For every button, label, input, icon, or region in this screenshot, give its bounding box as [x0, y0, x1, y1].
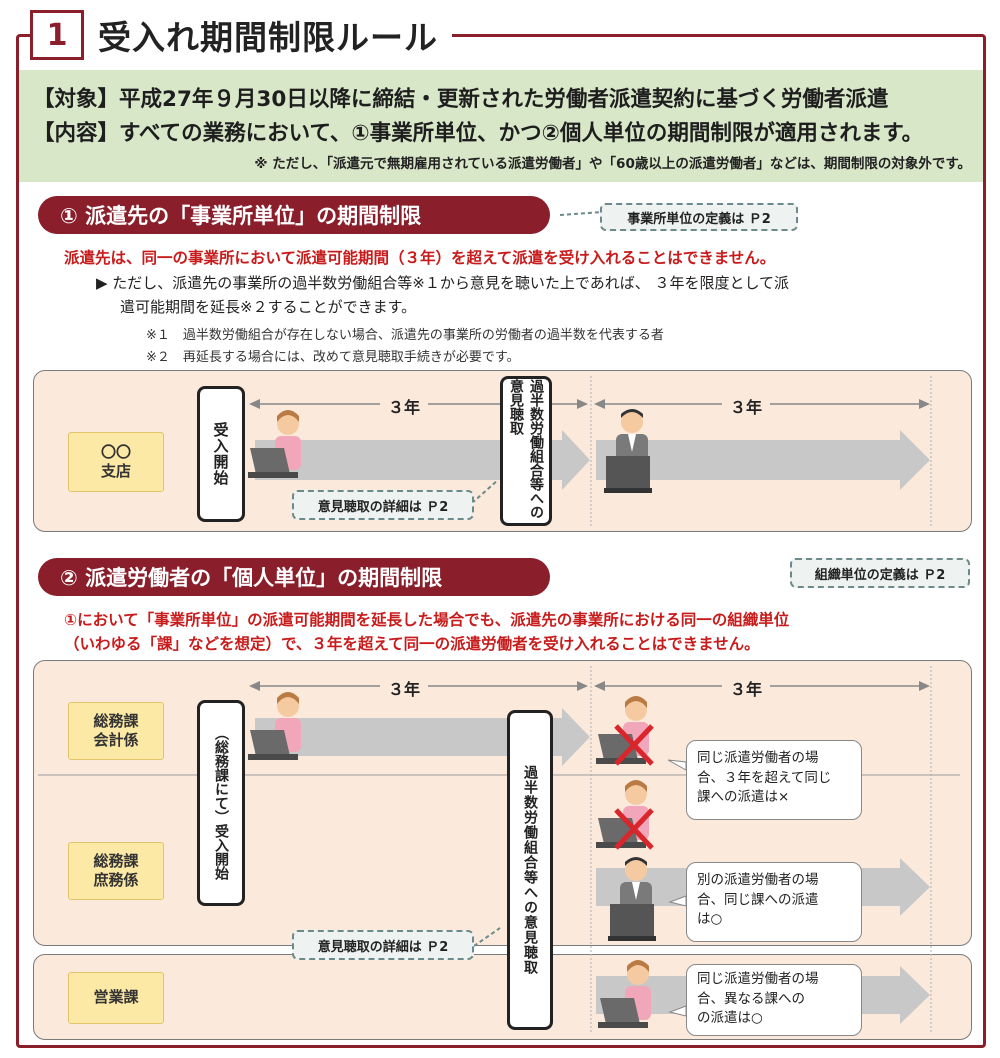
section2-worker-female-sales	[598, 960, 651, 1028]
dept2-label-line1: 総務課	[93, 851, 139, 870]
bubble1-tail	[667, 759, 687, 771]
branch-label-line2: 支店	[100, 462, 131, 480]
section1-detail-line1: ▶ ただし、派遣先の事業所の過半数労働組合等※１から意見を聴いた上であれば、 ３…	[96, 274, 790, 292]
bubble2-line1: 別の派遣労働者の場	[697, 872, 819, 888]
branch-label: 〇〇 支店	[68, 432, 164, 492]
section1-hearing-box: 過半数労働組合等への意見聴取	[500, 376, 552, 526]
section2-period2-label: ３年	[722, 676, 771, 700]
dept2-label: 総務課 庶務係	[68, 842, 164, 900]
bubble3-line2: 合、異なる課への	[697, 990, 805, 1007]
section2-hearing-callout: 意見聴取の詳細は Ｐ2	[292, 930, 474, 960]
title-text: 受入れ期間制限ルール	[98, 18, 438, 57]
section2-period1-label: ３年	[380, 676, 429, 700]
summary-note: ※ ただし、「派遣元で無期雇用されている派遣労働者」や「60歳以上の派遣労働者」…	[254, 156, 971, 172]
section2-hearing-callout-tail	[473, 927, 501, 947]
section1-definition-callout: 事業所単位の定義は Ｐ2	[600, 203, 798, 231]
section1-vertical-lines	[590, 376, 932, 526]
section2-start-box: （総務課にて）受入開始	[197, 700, 245, 906]
section2-vertical-lines	[590, 666, 932, 1034]
section1-start-box: 受入開始	[197, 386, 245, 522]
section-number: 1	[30, 10, 84, 60]
section1-hearing-callout-tail	[471, 479, 499, 504]
bubble1-line1: 同じ派遣労働者の場	[697, 750, 819, 766]
bubble1-line3: 課への派遣は×	[697, 789, 790, 806]
section2-definition-callout: 組織単位の定義は Ｐ2	[790, 558, 970, 588]
section1-hearing-callout: 意見聴取の詳細は Ｐ2	[292, 490, 474, 520]
section2-rule-line2: （いわゆる「課」などを想定）で、３年を超えて同一の派遣労働者を受け入れることはで…	[64, 635, 760, 653]
section1-worker-female	[248, 410, 301, 478]
document-frame	[16, 34, 986, 1048]
section2-worker-female-denied-1	[596, 696, 654, 766]
dept1-label-line1: 総務課	[93, 711, 139, 730]
bubble2-line2: 合、同じ課への派遣	[697, 891, 819, 908]
section1-rule: 派遣先は、同一の事業所において派遣可能期間（３年）を超えて派遣を受け入れることは…	[64, 249, 776, 267]
summary-box: 【対象】平成27年９月30日以降に締結・更新された労働者派遣契約に基づく労働者派…	[19, 70, 983, 182]
summary-target: 【対象】平成27年９月30日以降に締結・更新された労働者派遣契約に基づく労働者派…	[33, 87, 889, 112]
section1-period1-label: ３年	[380, 394, 429, 418]
section1-period2-label: ３年	[722, 394, 771, 418]
section1-footnote1: ※１ 過半数労働組合が存在しない場合、派遣先の事業所の労働者の過半数を代表する者	[146, 328, 664, 343]
section1-heading: ① 派遣先の「事業所単位」の期間制限	[38, 196, 550, 234]
section2-hearing-box: 過半数労働組合等への意見聴取	[507, 710, 553, 1030]
section2-worker-female-start	[248, 692, 301, 760]
section1-big-arrow-2	[596, 430, 930, 490]
section2-heading: ② 派遣労働者の「個人単位」の期間制限	[38, 558, 550, 596]
dept2-label-line2: 庶務係	[93, 871, 139, 889]
page-title: 1 受入れ期間制限ルール	[30, 6, 452, 64]
section1-footnote2: ※２ 再延長する場合には、改めて意見聴取手続きが必要です。	[146, 350, 520, 365]
section1-worker-male	[604, 409, 652, 493]
bubble3-line1: 同じ派遣労働者の場	[697, 971, 819, 987]
dept1-label-line2: 会計係	[93, 731, 139, 749]
summary-content: 【内容】すべての業務において、①事業所単位、かつ②個人単位の期間制限が適用されま…	[33, 121, 924, 146]
bubble1-line2: 合、３年を超えて同じ	[697, 769, 832, 786]
section1-definition-callout-tail	[559, 211, 603, 216]
section1-detail-line2: 遣可能期間を延長※２することができます。	[120, 298, 417, 316]
bubble-same-worker-same-dept: 同じ派遣労働者の場 合、３年を超えて同じ 課への派遣は×	[686, 740, 862, 820]
section2-big-arrow-1	[255, 708, 590, 766]
bubble3-line3: の派遣は○	[697, 1010, 763, 1027]
section2-worker-female-denied-2	[596, 780, 654, 850]
dept3-label: 営業課	[68, 972, 164, 1024]
section2-rule-line1: ①において「事業所単位」の派遣可能期間を延長した場合でも、派遣先の事業所における…	[64, 611, 790, 629]
dept1-label: 総務課 会計係	[68, 702, 164, 760]
bubble-other-worker-same-dept: 別の派遣労働者の場 合、同じ課への派遣 は○	[686, 862, 862, 942]
bubble-same-worker-other-dept: 同じ派遣労働者の場 合、異なる課への の派遣は○	[686, 964, 862, 1036]
section2-worker-male	[608, 857, 656, 941]
bubble2-line3: は○	[697, 911, 723, 928]
branch-label-line1: 〇〇	[100, 442, 131, 461]
